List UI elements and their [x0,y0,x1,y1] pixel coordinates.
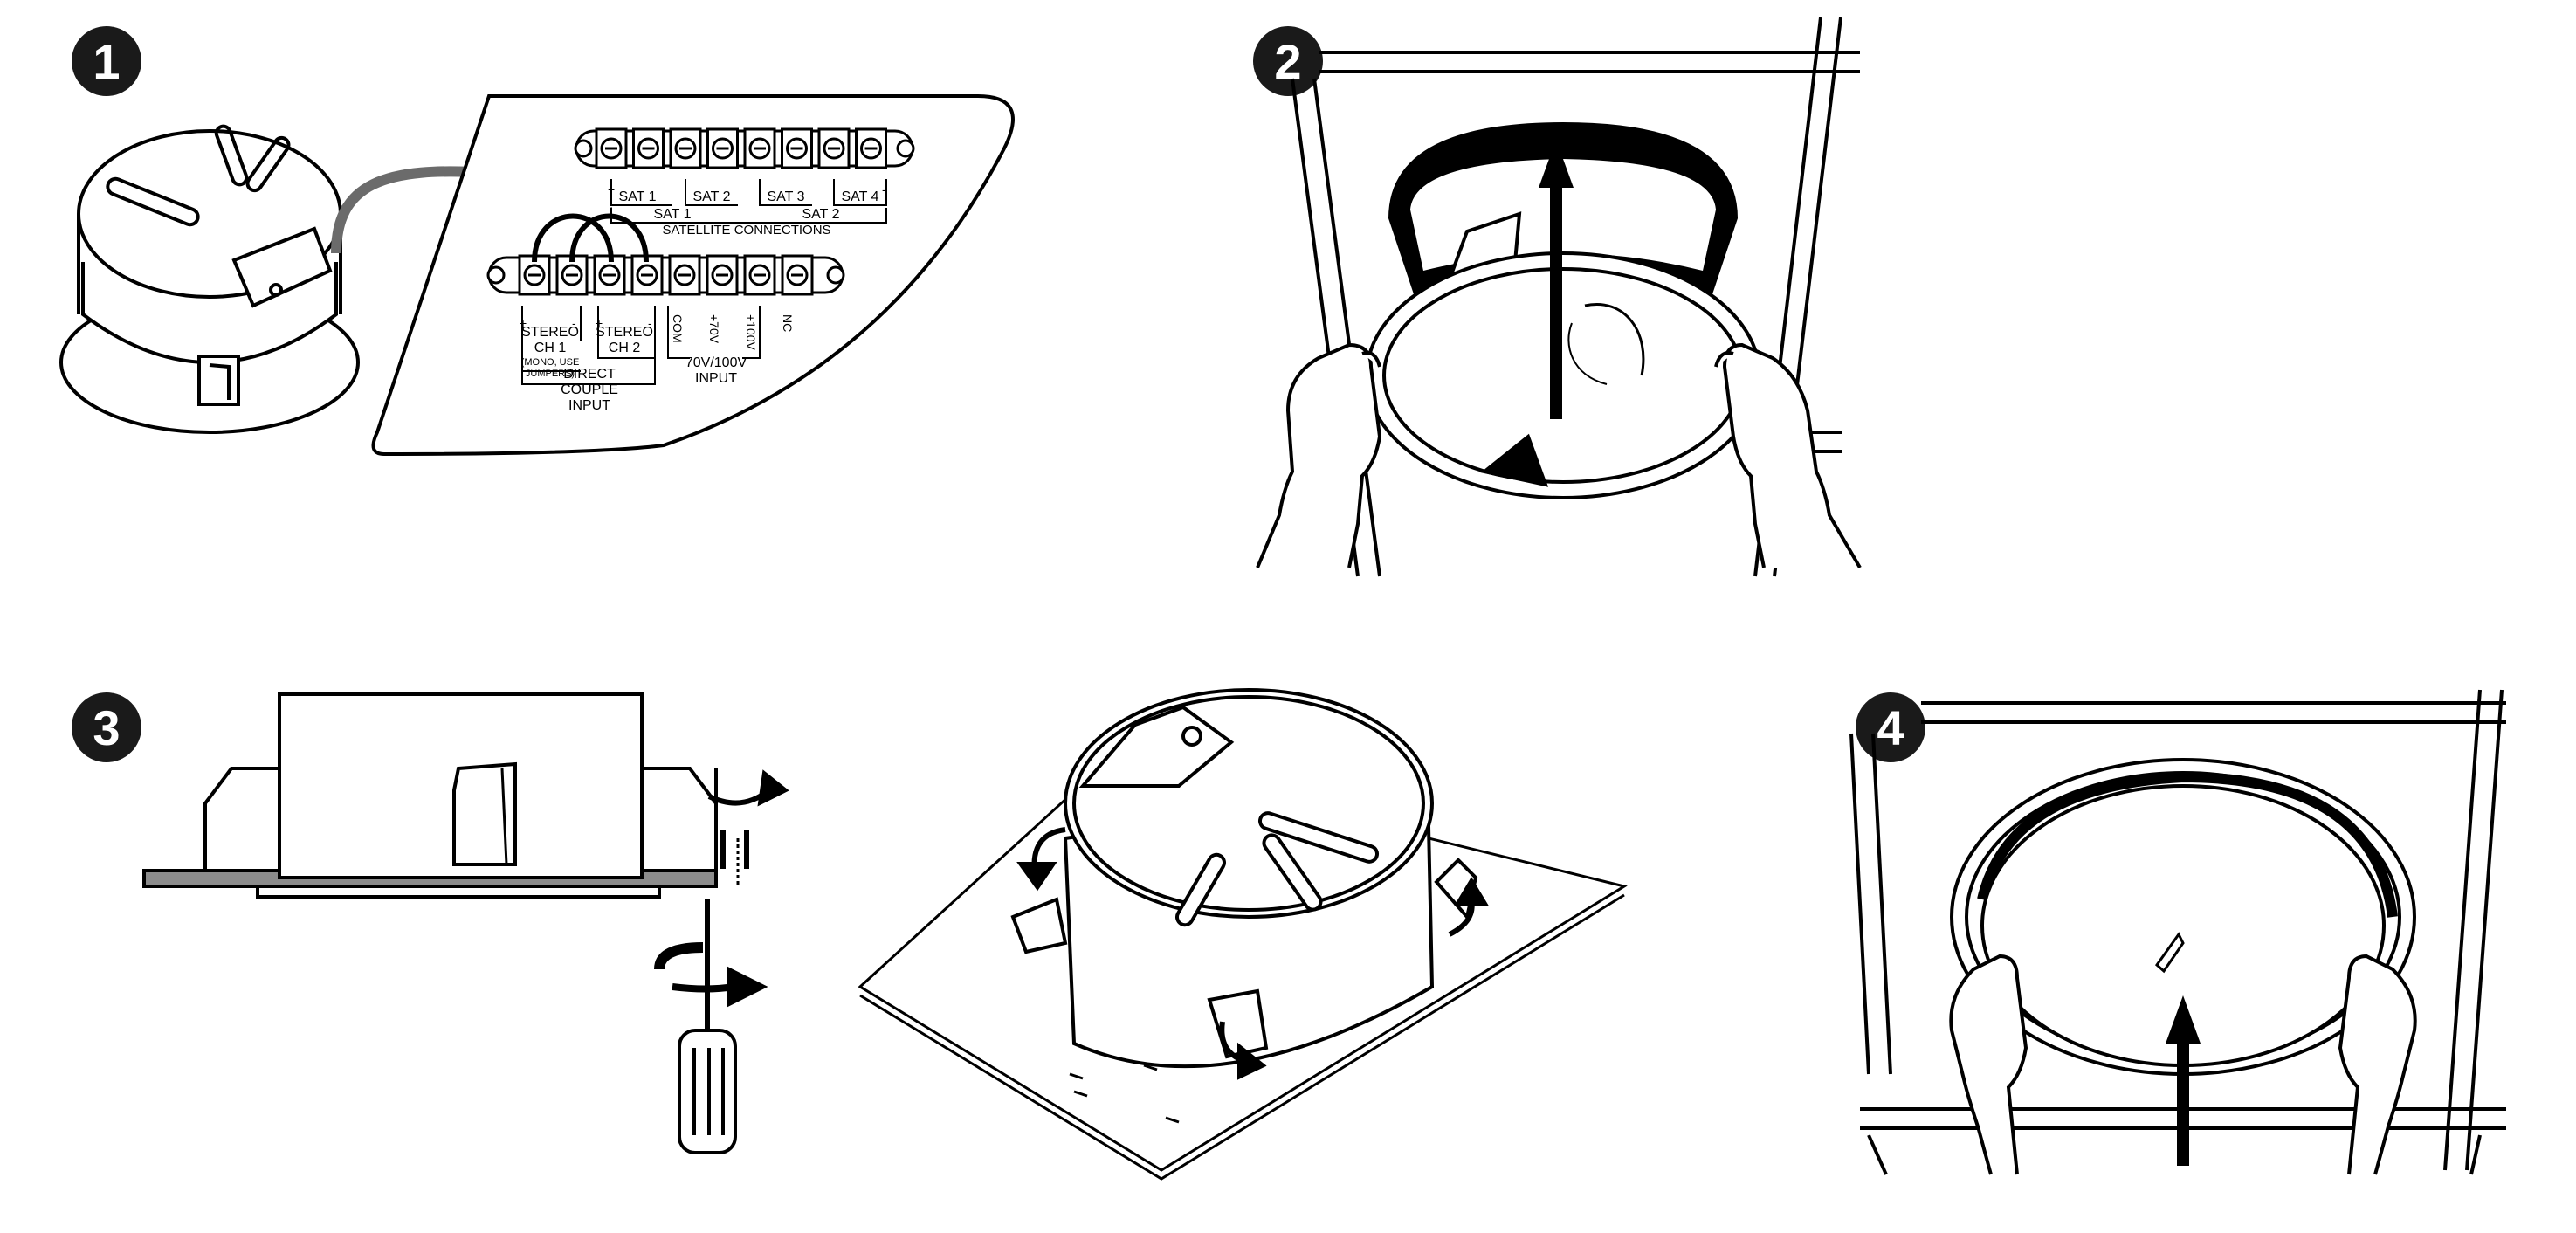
hands-2 [1256,342,1862,569]
input-labels: + - + - STEREO CH 1 (MONO, USE JUMPERS) … [520,306,795,413]
satellite-labels: SAT 1 SAT 2 SAT 3 SAT 4 SAT 1 SAT 2 SATE… [608,179,887,238]
svg-text:+70V: +70V [707,314,721,344]
svg-text:3: 3 [93,700,120,755]
svg-text:SAT 1: SAT 1 [654,207,692,222]
speaker-can-illustration [59,124,360,434]
speaker-grille-2 [1365,251,1761,499]
svg-text:+: + [520,316,527,330]
ceiling-grid-4 [1849,689,2506,1175]
svg-text:COM: COM [671,314,685,343]
svg-text:INPUT: INPUT [695,371,737,386]
svg-text:NC: NC [781,314,795,332]
step-badge-3: 3 [72,692,141,762]
terminal-callout-panel: SAT 1 SAT 2 SAT 3 SAT 4 SAT 1 SAT 2 SATE… [371,94,1015,457]
jumper-wires [532,213,649,263]
svg-text:COUPLE: COUPLE [561,382,618,397]
lift-arrow-4 [2166,995,2201,1166]
svg-text:2: 2 [1274,34,1301,89]
satellite-terminal-strip [574,127,915,169]
svg-text:4: 4 [1877,700,1904,755]
svg-text:SAT 1: SAT 1 [619,189,657,204]
svg-text:DIRECT: DIRECT [563,367,616,382]
svg-text:CH 2: CH 2 [609,341,641,355]
svg-text:-: - [572,316,576,330]
svg-text:SATELLITE CONNECTIONS: SATELLITE CONNECTIONS [662,223,830,238]
svg-text:STEREO: STEREO [596,325,653,340]
lift-arrow-2 [1539,140,1574,419]
svg-text:SAT 3: SAT 3 [768,189,805,204]
svg-text:+100V: +100V [744,314,758,351]
svg-text:-: - [882,183,886,196]
svg-text:CH 1: CH 1 [534,341,567,355]
svg-text:SAT 2: SAT 2 [802,207,840,222]
speaker-can-dark-rim [1388,122,1738,297]
svg-text:1: 1 [93,34,120,89]
step-badge-4: 4 [1856,692,1925,762]
speaker-grille-4 [1950,758,2416,1076]
svg-text:SAT 4: SAT 4 [842,189,879,204]
svg-text:STEREO: STEREO [521,325,579,340]
step-badge-1: 1 [72,26,141,96]
isometric-speaker-can [1010,688,1478,1069]
svg-text:(MONO, USE: (MONO, USE [521,357,580,368]
hands-4 [1949,954,2417,1175]
svg-text:-: - [648,316,652,330]
screwdriver [654,899,768,1154]
svg-text:SAT 2: SAT 2 [693,189,731,204]
input-terminal-strip [486,254,845,296]
svg-text:70V/100V: 70V/100V [685,355,747,370]
side-view-installation [142,692,789,899]
step-badge-2: 2 [1253,26,1323,96]
svg-text:+: + [596,316,603,330]
isometric-rotate-arrows [1016,827,1490,1080]
svg-text:INPUT: INPUT [568,398,610,413]
